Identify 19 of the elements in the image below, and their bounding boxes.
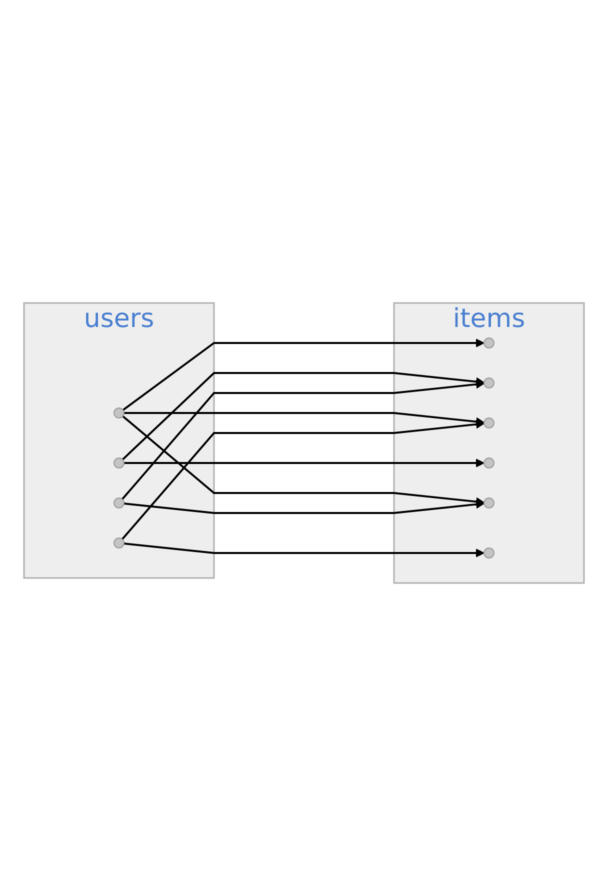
arrow [121,380,484,500]
node-circle [483,378,494,388]
node-circle [483,498,494,508]
node-circle [483,338,494,348]
node-circle [113,408,124,418]
arrow [122,338,484,411]
arrow [121,420,484,540]
node-circle [483,458,494,468]
node-circle [113,498,124,508]
node-circle [113,458,124,468]
arrow [121,372,484,460]
arrow [123,542,484,558]
node-circle [483,418,494,428]
cluster: users [22,302,214,579]
arrow [124,458,484,468]
node-circle [113,538,124,548]
node-circle [483,548,494,558]
arrow [123,500,484,514]
cluster: items [392,302,584,584]
